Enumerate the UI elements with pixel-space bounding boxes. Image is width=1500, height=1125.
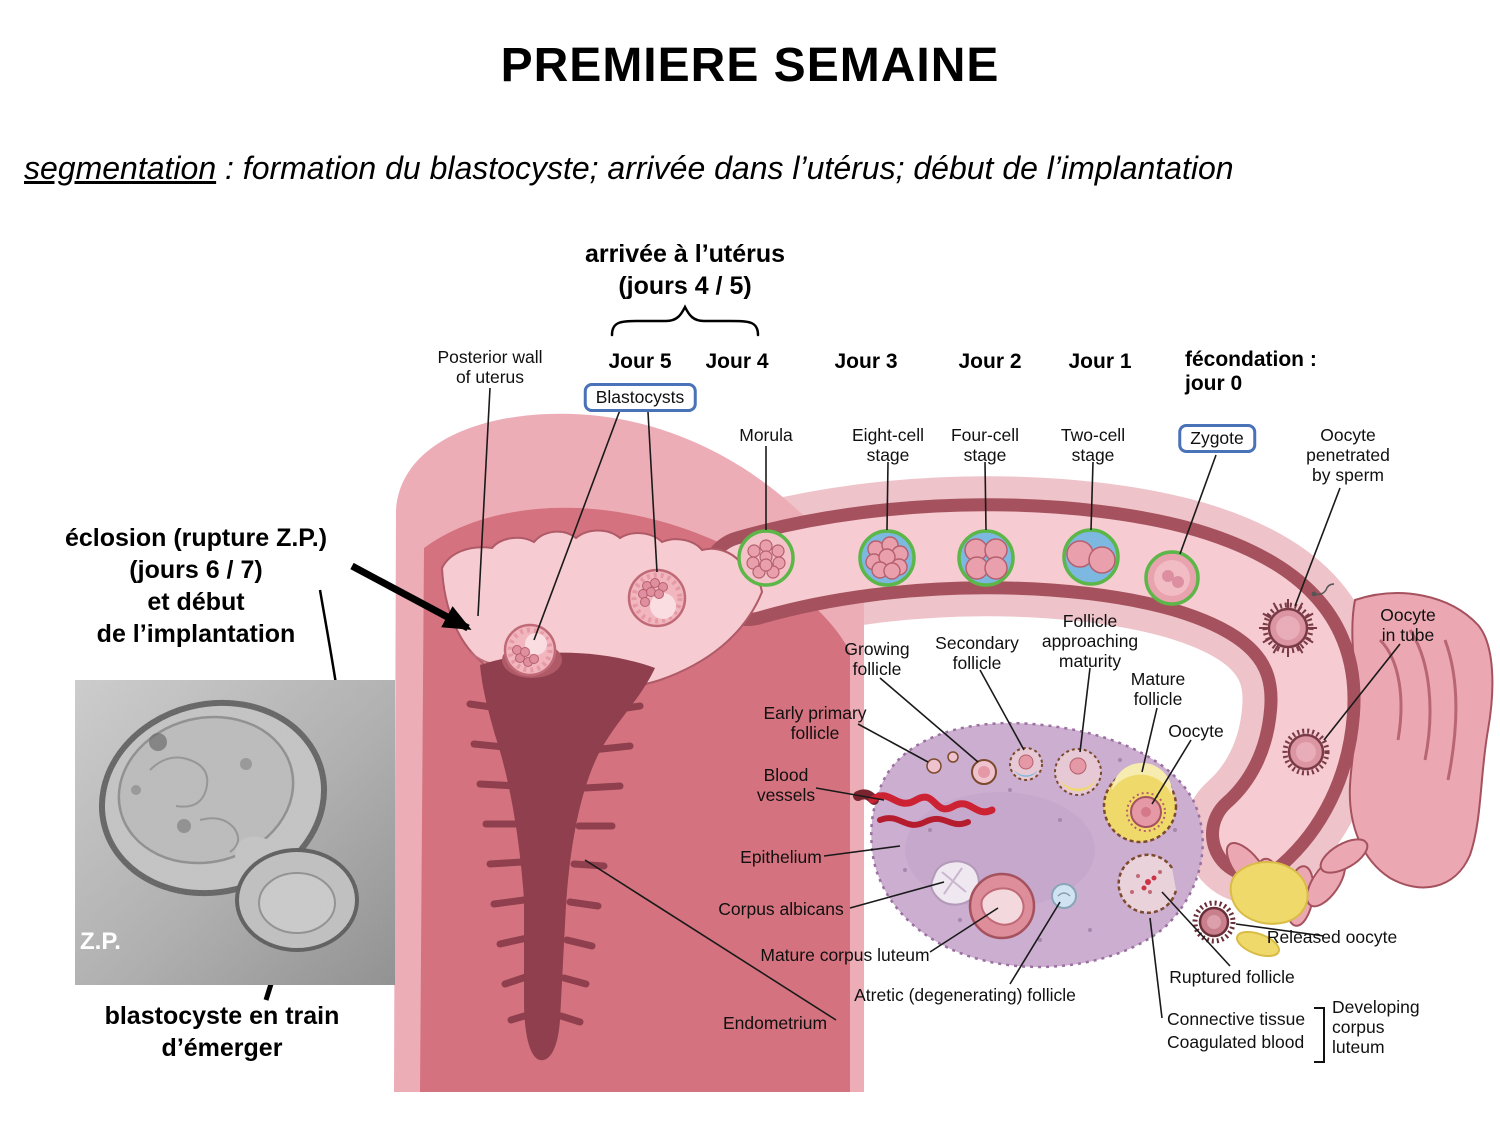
label-growing-follicle: Growing follicle [844, 639, 910, 679]
label-jour-4: Jour 4 [705, 350, 769, 373]
uterus [394, 413, 864, 1092]
callout-arrival-uterus: arrivée à l’utérus (jours 4 / 5) [584, 240, 786, 300]
label-blood-vessels: Blood vessels [756, 765, 816, 805]
label-bracket [1314, 1007, 1325, 1063]
label-jour-3: Jour 3 [834, 350, 898, 373]
morula [737, 529, 795, 587]
blastocyst-micrograph [75, 680, 395, 985]
blastocyst-free [627, 568, 687, 628]
label-mature-follicle: Mature follicle [1130, 669, 1186, 709]
label-jour-2: Jour 2 [958, 350, 1022, 373]
leader-lines [477, 387, 1401, 1021]
highlight-box-zygote: Zygote [1178, 424, 1256, 453]
growing-follicle [971, 759, 997, 785]
developing-corpus-luteum-tissue [1229, 860, 1309, 958]
callout-hatching-blastocyst: blastocyste en train d’émerger [104, 1002, 340, 1062]
atretic-follicle [1051, 883, 1077, 909]
label-epithelium: Epithelium [740, 847, 822, 867]
page-title: PREMIERE SEMAINE [500, 39, 1000, 92]
oocyte-penetrated-by-sperm [1259, 583, 1335, 657]
label-zp: Z.P. [80, 928, 121, 955]
secondary-follicle [1009, 747, 1043, 781]
label-posterior-wall: Posterior wall of uterus [437, 347, 543, 387]
subtitle: segmentation : formation du blastocyste;… [24, 150, 1234, 187]
label-mature-corpus-luteum: Mature corpus luteum [760, 945, 930, 965]
label-follicle-approaching: Follicle approaching maturity [1041, 611, 1139, 671]
callout-eclosion: éclosion (rupture Z.P.) (jours 6 / 7) et… [64, 524, 328, 648]
label-corpus-albicans: Corpus albicans [718, 899, 844, 919]
label-atretic-follicle: Atretic (degenerating) follicle [854, 985, 1076, 1005]
label-endometrium: Endometrium [722, 1013, 828, 1033]
label-oocyte-in-tube: Oocyte in tube [1380, 605, 1436, 645]
label-two-cell: Two-cell stage [1060, 425, 1126, 465]
label-morula: Morula [739, 425, 793, 445]
label-released-oocyte: Released oocyte [1266, 927, 1398, 947]
oocyte-in-tube [1282, 728, 1330, 776]
ovary [853, 721, 1204, 969]
early-primary-follicle [926, 758, 942, 774]
label-early-primary-follicle: Early primary follicle [763, 703, 867, 743]
label-oocyte: Oocyte [1168, 721, 1224, 741]
eight-cell-stage [858, 529, 916, 587]
ruptured-follicle [1117, 853, 1178, 915]
label-eight-cell: Eight-cell stage [852, 425, 924, 465]
brace-icon [610, 304, 760, 337]
label-secondary-follicle: Secondary follicle [935, 633, 1019, 673]
early-primary-follicle [947, 751, 959, 763]
label-connective-tissue: Connective tissue [1167, 1009, 1306, 1029]
subtitle-rest: : formation du blastocyste; arrivée dans… [216, 150, 1234, 186]
fimbriated-flare [1348, 592, 1494, 889]
subtitle-term: segmentation [24, 150, 217, 186]
label-ruptured-follicle: Ruptured follicle [1169, 967, 1295, 987]
mature-follicle [1102, 762, 1178, 844]
label-coagulated-blood: Coagulated blood [1167, 1032, 1305, 1052]
endometrial-cavity [466, 652, 655, 1061]
highlight-box-blastocysts: Blastocysts [583, 383, 697, 412]
arrow-to-implantation-icon [350, 562, 472, 632]
mature-corpus-luteum [968, 872, 1036, 940]
label-jour-1: Jour 1 [1068, 350, 1132, 373]
released-oocyte [1192, 900, 1236, 944]
zygote [1144, 550, 1200, 606]
four-cell-stage [957, 529, 1015, 587]
label-developing-corpus-luteum: Developing corpus luteum [1332, 997, 1420, 1057]
label-oocyte-penetrated: Oocyte penetrated by sperm [1306, 425, 1390, 485]
label-jour-0: fécondation : jour 0 [1185, 348, 1317, 395]
two-cell-stage [1062, 528, 1120, 586]
follicle-approaching-maturity [1054, 748, 1102, 796]
blastocyst-implanting [502, 623, 562, 678]
label-four-cell: Four-cell stage [950, 425, 1020, 465]
label-jour-5: Jour 5 [608, 350, 672, 373]
